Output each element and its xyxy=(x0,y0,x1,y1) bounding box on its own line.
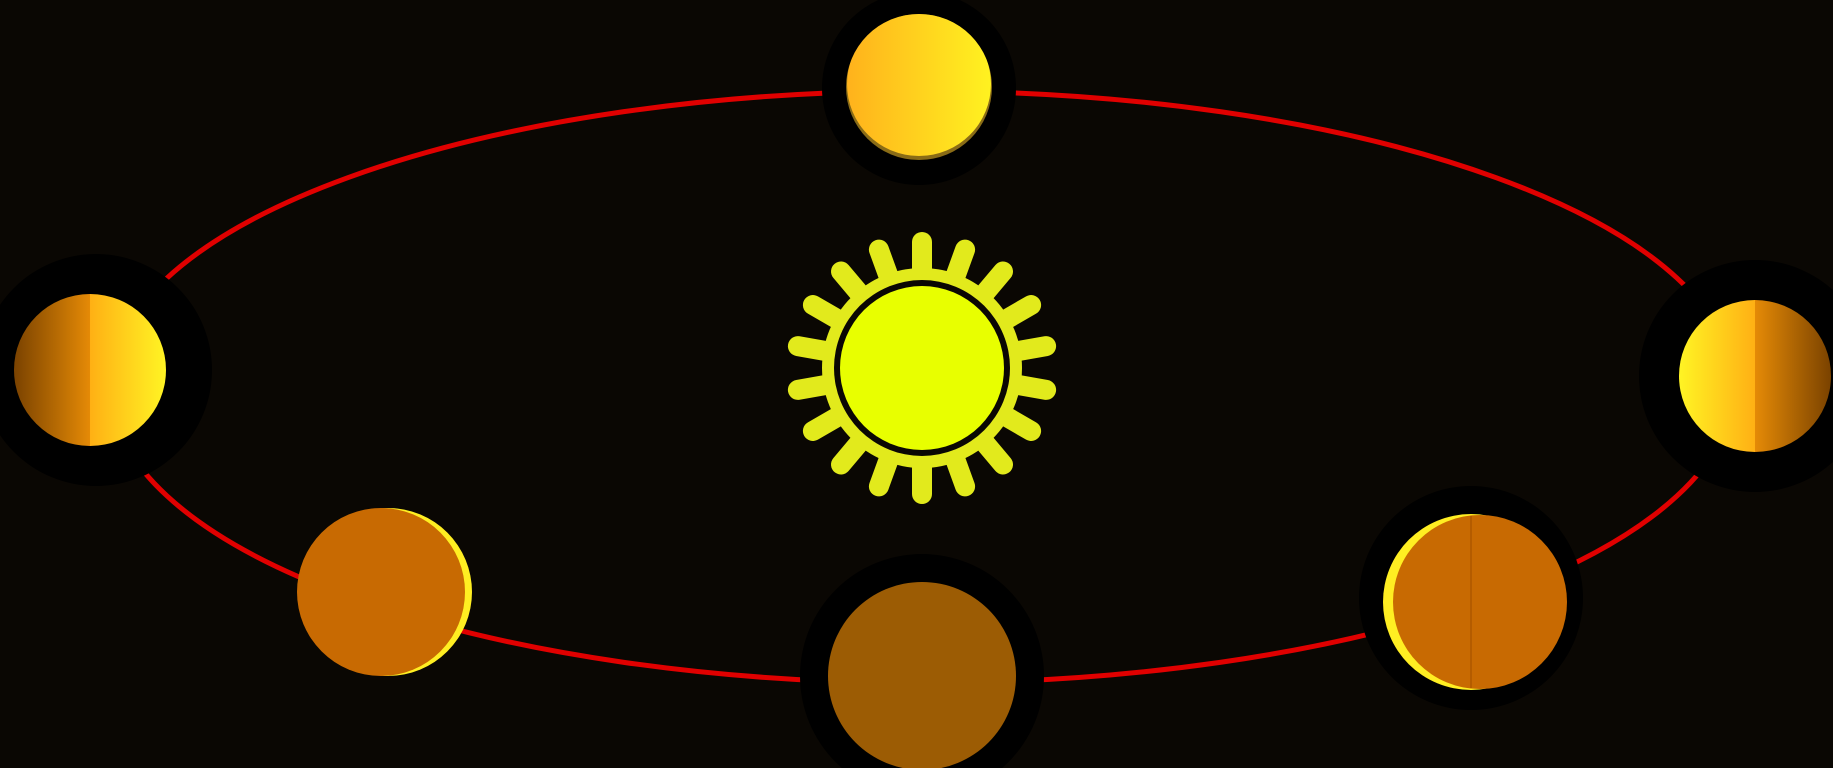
planet-body xyxy=(828,582,1016,768)
sun-disc xyxy=(840,286,1004,450)
planet-half-phase-icon xyxy=(1639,260,1833,492)
planet-half-phase-icon xyxy=(0,254,212,486)
planet-full-phase-icon xyxy=(822,0,1016,185)
planet-body xyxy=(297,508,465,676)
planet-new-phase-icon xyxy=(800,554,1044,768)
planet-crescent-phase-icon xyxy=(1359,486,1583,710)
sun-icon xyxy=(798,242,1046,494)
planet-crescent-phase-icon xyxy=(297,508,472,676)
planet-body xyxy=(1393,515,1567,689)
